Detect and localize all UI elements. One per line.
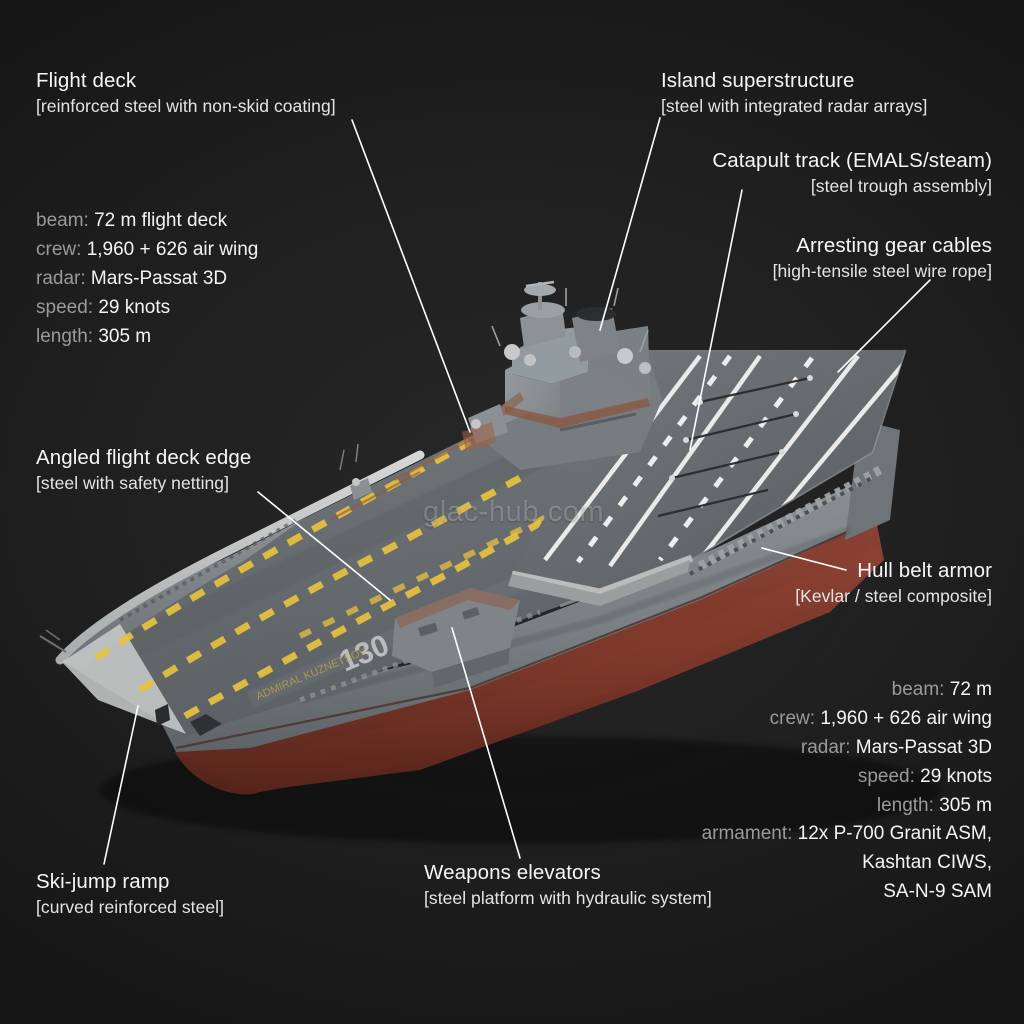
spec-row-speed: speed: 29 knots [36,294,258,323]
callout-title: Arresting gear cables [796,234,992,257]
spec-value: 29 knots [920,765,992,787]
callout-material: [steel with integrated radar arrays] [661,95,928,116]
spec-value: Mars-Passat 3D [855,736,992,758]
spec-row-armament-cont-1: Kashtan CIWS, [862,852,992,874]
callout-material: [steel with safety netting] [36,472,229,493]
weapons-elevators [392,588,520,688]
spec-key: radar: [36,267,86,289]
leader-hull-belt-armor [761,547,847,571]
callout-material: [steel platform with hydraulic system] [424,887,712,908]
angled-deck-underside [508,560,690,606]
spec-row-crew: crew: 1,960 + 626 air wing [36,236,258,265]
spec-key: beam: [36,210,89,231]
spec-row-speed: speed: 29 knots [702,763,992,792]
waterline-stripe [175,516,879,750]
spec-key: length: [876,794,934,816]
hull-bottom-antifouling [175,520,884,792]
spec-row-length: length: 305 m [36,323,258,352]
callout-angled-flight-deck-edge: Angled flight deck edge [steel with safe… [36,445,251,494]
callout-weapons-elevators: Weapons elevators [steel platform with h… [424,860,712,909]
spec-row-length: length: 305 m [702,792,992,821]
spec-value: 305 m [98,325,152,347]
spec-row-crew: crew: 1,960 + 626 air wing [702,705,992,734]
callout-arresting-gear-cables: Arresting gear cables [high-tensile stee… [773,233,992,282]
callout-material: [curved reinforced steel] [36,896,225,917]
spec-row-radar: radar: Mars-Passat 3D [702,734,992,763]
leader-catapult-track [689,189,743,451]
hull-shading [298,526,852,704]
callout-title: Ski-jump ramp [36,870,170,893]
callout-title: Flight deck [36,69,137,92]
spec-key: length: [36,325,94,347]
spec-key: armament: [701,823,793,845]
callout-flight-deck: Flight deck [reinforced steel with non-s… [36,68,336,117]
spec-key: speed: [36,296,94,318]
leader-ski-jump-ramp [103,705,139,865]
callout-ski-jump-ramp: Ski-jump ramp [curved reinforced steel] [36,869,224,918]
spec-key: beam: [891,679,945,700]
spec-key: crew: [36,238,82,260]
island-superstructure [470,280,662,470]
spec-row-beam: beam: 72 m flight deck [36,207,258,236]
spec-row-armament-cont-2: SA-N-9 SAM [883,881,992,903]
callout-material: [Kevlar / steel composite] [795,585,992,606]
leader-island-superstructure [599,117,661,331]
spec-key: crew: [769,707,816,729]
specs-panel-right: beam: 72 m crew: 1,960 + 626 air wing ra… [702,676,992,907]
arresting-gear-cables [657,376,811,518]
spec-value: 72 m flight deck [94,210,228,231]
callout-title: Catapult track (EMALS/steam) [712,149,992,172]
spec-value: 305 m [939,794,992,816]
callout-title: Hull belt armor [857,559,992,582]
leader-weapons-elevators [451,627,521,859]
callout-hull-belt-armor: Hull belt armor [Kevlar / steel composit… [795,558,992,607]
ski-jump-deck-markings [94,438,562,720]
bow-edge-lip [62,624,186,734]
specs-panel-left: beam: 72 m flight deck crew: 1,960 + 626… [36,207,258,351]
spec-key: speed: [857,765,915,787]
callout-material: [reinforced steel with non-skid coating] [36,95,336,116]
callout-title: Weapons elevators [424,861,601,884]
spec-row-beam: beam: 72 m [702,676,992,705]
spec-value: 12x P-700 Granit ASM, [797,823,992,845]
callout-material: [steel trough assembly] [810,175,992,196]
hull-bottom-curve [175,548,884,795]
leader-arresting-gear [837,279,931,373]
leader-angled-deck-edge [257,491,391,601]
callout-title: Island superstructure [661,69,855,92]
spec-key: radar: [800,736,851,758]
spec-value: 1,960 + 626 air wing [820,707,992,729]
site-watermark: glac-hub.com [423,496,605,528]
callout-catapult-track: Catapult track (EMALS/steam) [steel trou… [712,148,992,197]
spec-row-armament: armament: 12x P-700 Granit ASM, [702,820,992,849]
radar-array-icon [524,284,556,296]
callout-material: [high-tensile steel wire rope] [772,260,992,281]
spec-row-radar: radar: Mars-Passat 3D [36,265,258,294]
spec-value: Mars-Passat 3D [90,267,228,289]
callout-island-superstructure: Island superstructure [steel with integr… [661,68,927,117]
leader-flight-deck [351,119,471,433]
runway-centerline [575,354,814,564]
bow-details [39,629,222,736]
spec-value: 72 m [949,679,992,700]
leader-lines [103,117,931,865]
spec-value: 29 knots [98,296,171,318]
angled-deck-sponson-edge [511,554,694,596]
callout-title: Angled flight deck edge [36,446,252,469]
spec-value: 1,960 + 626 air wing [86,238,259,260]
deck-edge-port [55,450,425,665]
forward-deck-structures [339,404,508,500]
